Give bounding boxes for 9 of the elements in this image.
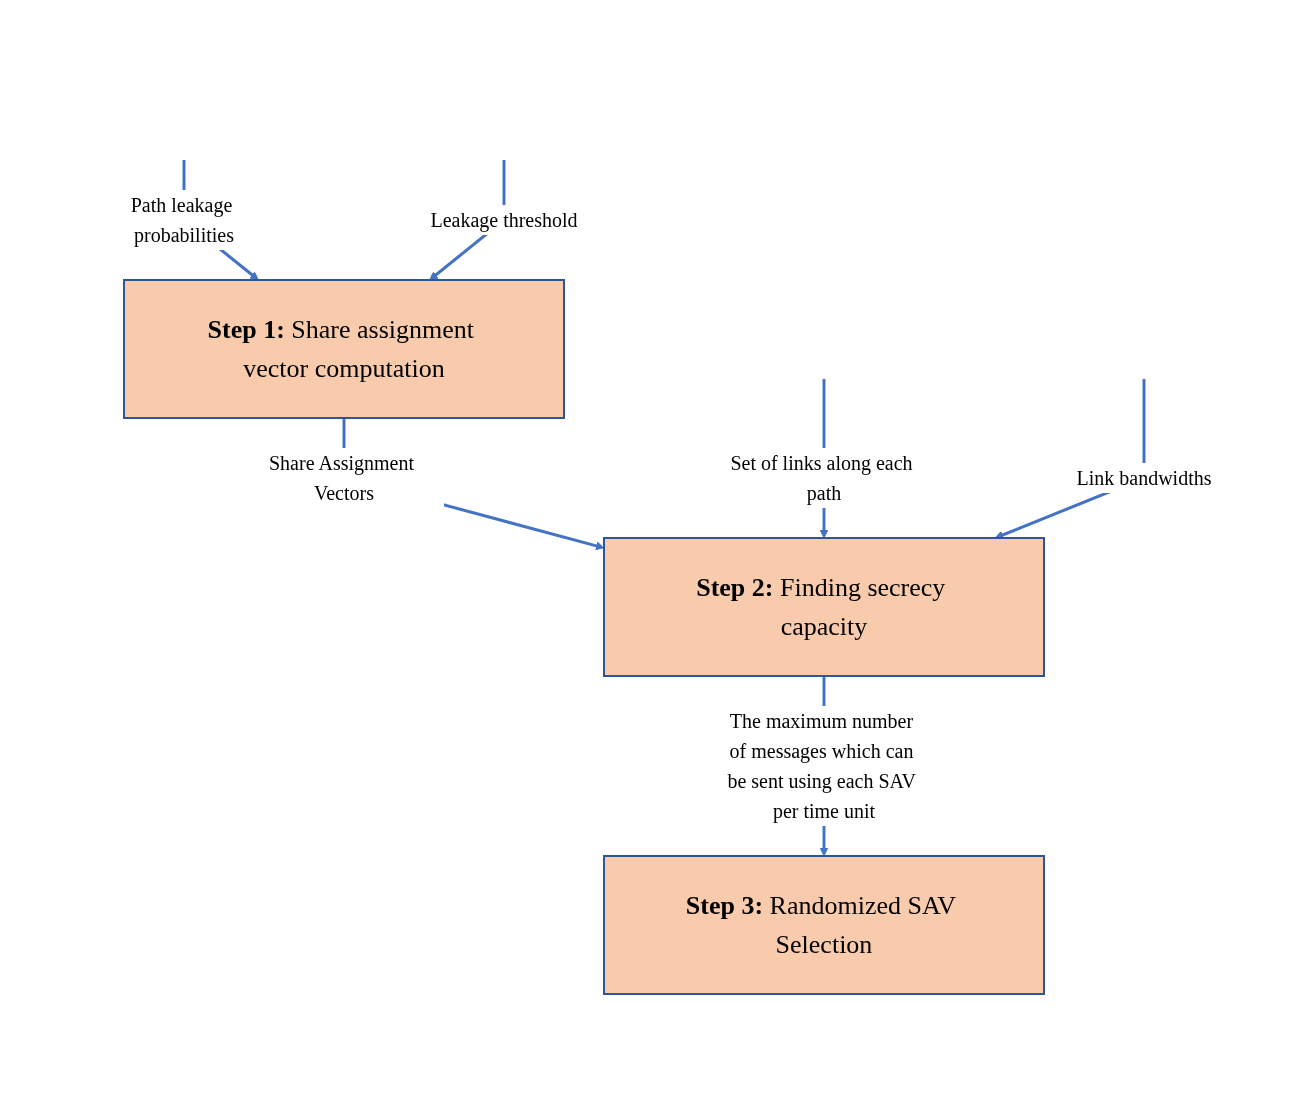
edge-label: Link bandwidths [1076,467,1212,489]
edge-label: Path leakage probabilities [130,194,235,246]
node-box: Step 1: Share assignment vector computation [123,279,566,419]
edge-label: Set of links along each path [730,452,913,504]
node-box: Step 3: Randomized SAV Selection [603,855,1046,995]
edge-label: Leakage threshold [430,209,578,231]
edge-label: Share Assignment Vectors [269,452,415,504]
edge-label: The maximum number of messages which can be sent using each SAV per time unit [727,710,916,822]
node-box: Step 2: Finding secrecy capacity [603,537,1046,677]
